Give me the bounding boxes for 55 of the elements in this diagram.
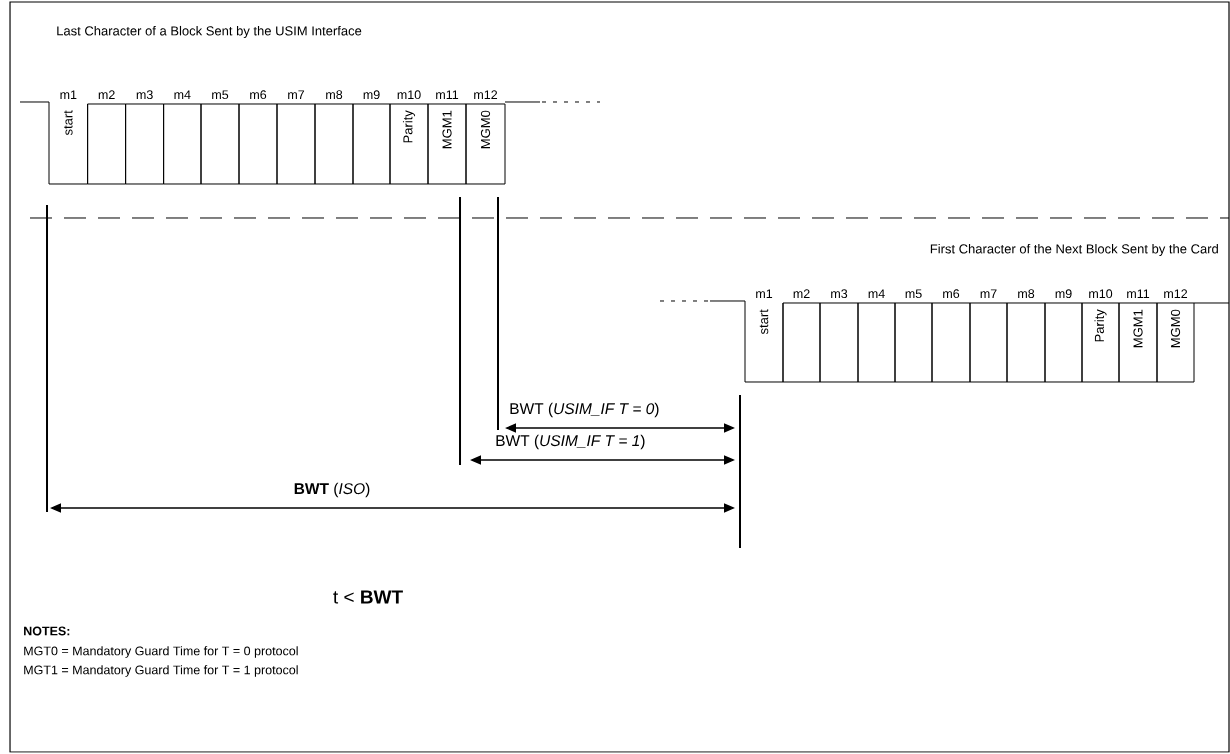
bit-cell: m5 xyxy=(894,289,933,383)
dimension-label: BWT (USIM_IF T = 0) xyxy=(510,402,659,418)
node-label: m5 xyxy=(905,289,922,299)
node-label: m3 xyxy=(136,90,153,100)
bit-cell: m4 xyxy=(163,90,202,185)
node-label: m3 xyxy=(831,289,848,299)
bit-cell: m11 MGM1 xyxy=(1118,289,1158,383)
dimension-label: BWT (USIM_IF T = 1) xyxy=(496,434,645,450)
bit-cell: m9 xyxy=(352,90,391,185)
bit-cell: m12 MGM0 xyxy=(465,90,506,185)
bit-cell: m3 xyxy=(819,289,859,383)
inequality: t < BWT xyxy=(333,590,403,604)
node-label: m9 xyxy=(1055,289,1072,299)
node-label: m6 xyxy=(250,90,267,100)
bit-cell: m10 Parity xyxy=(389,90,429,185)
node-label: m10 xyxy=(1089,289,1113,299)
node-label: m8 xyxy=(1018,289,1035,299)
node-label: m2 xyxy=(793,289,810,298)
node-label: m11 xyxy=(436,90,459,99)
node-label: m12 xyxy=(1164,289,1188,298)
notes-heading: NOTES: xyxy=(24,626,70,636)
bit-cell: m7 xyxy=(969,289,1008,383)
heading: Last Character of a Block Sent by the USIM Interface xyxy=(57,25,362,39)
node-label: m2 xyxy=(98,90,115,99)
bit-cell: m4 xyxy=(857,289,896,383)
node-label: m9 xyxy=(363,90,380,100)
node-label: m4 xyxy=(868,289,885,298)
node-label: m5 xyxy=(212,90,229,100)
note: MGT0 = Mandatory Guard Time for T = 0 protocol xyxy=(24,646,298,658)
bit-cell: m6 xyxy=(931,289,971,383)
node-label: m7 xyxy=(980,289,997,298)
bit-cell: m7 xyxy=(276,90,316,185)
bit-cell: m11 MGM1 xyxy=(427,90,467,185)
bit-cell: m3 xyxy=(125,90,165,185)
dimension-label: BWT (ISO) xyxy=(294,482,370,498)
bit-cell: m10 Parity xyxy=(1081,289,1120,383)
node-label: m11 xyxy=(1127,289,1150,298)
bit-cell: m1 start xyxy=(48,90,89,185)
note: MGT1 = Mandatory Guard Time for T = 1 protocol xyxy=(24,665,298,677)
bit-cell: m2 xyxy=(782,289,821,383)
bit-cell: m5 xyxy=(200,90,240,185)
node-label: m10 xyxy=(397,90,421,100)
bit-cell: m8 xyxy=(1006,289,1046,383)
bit-cell: m2 xyxy=(87,90,127,185)
bit-cell: m12 MGM0 xyxy=(1156,289,1195,383)
bit-cell: m6 xyxy=(238,90,278,185)
node-label: m8 xyxy=(326,90,343,100)
bit-cell: m1 start xyxy=(744,289,784,383)
bit-cell: m9 xyxy=(1044,289,1083,383)
node-label: m4 xyxy=(174,90,191,99)
bit-cell: m8 xyxy=(314,90,354,185)
node-label: m12 xyxy=(474,90,498,99)
heading: First Character of the Next Block Sent by the Card xyxy=(930,243,1218,257)
node-label: m6 xyxy=(943,289,960,299)
node-label: m7 xyxy=(288,90,305,99)
